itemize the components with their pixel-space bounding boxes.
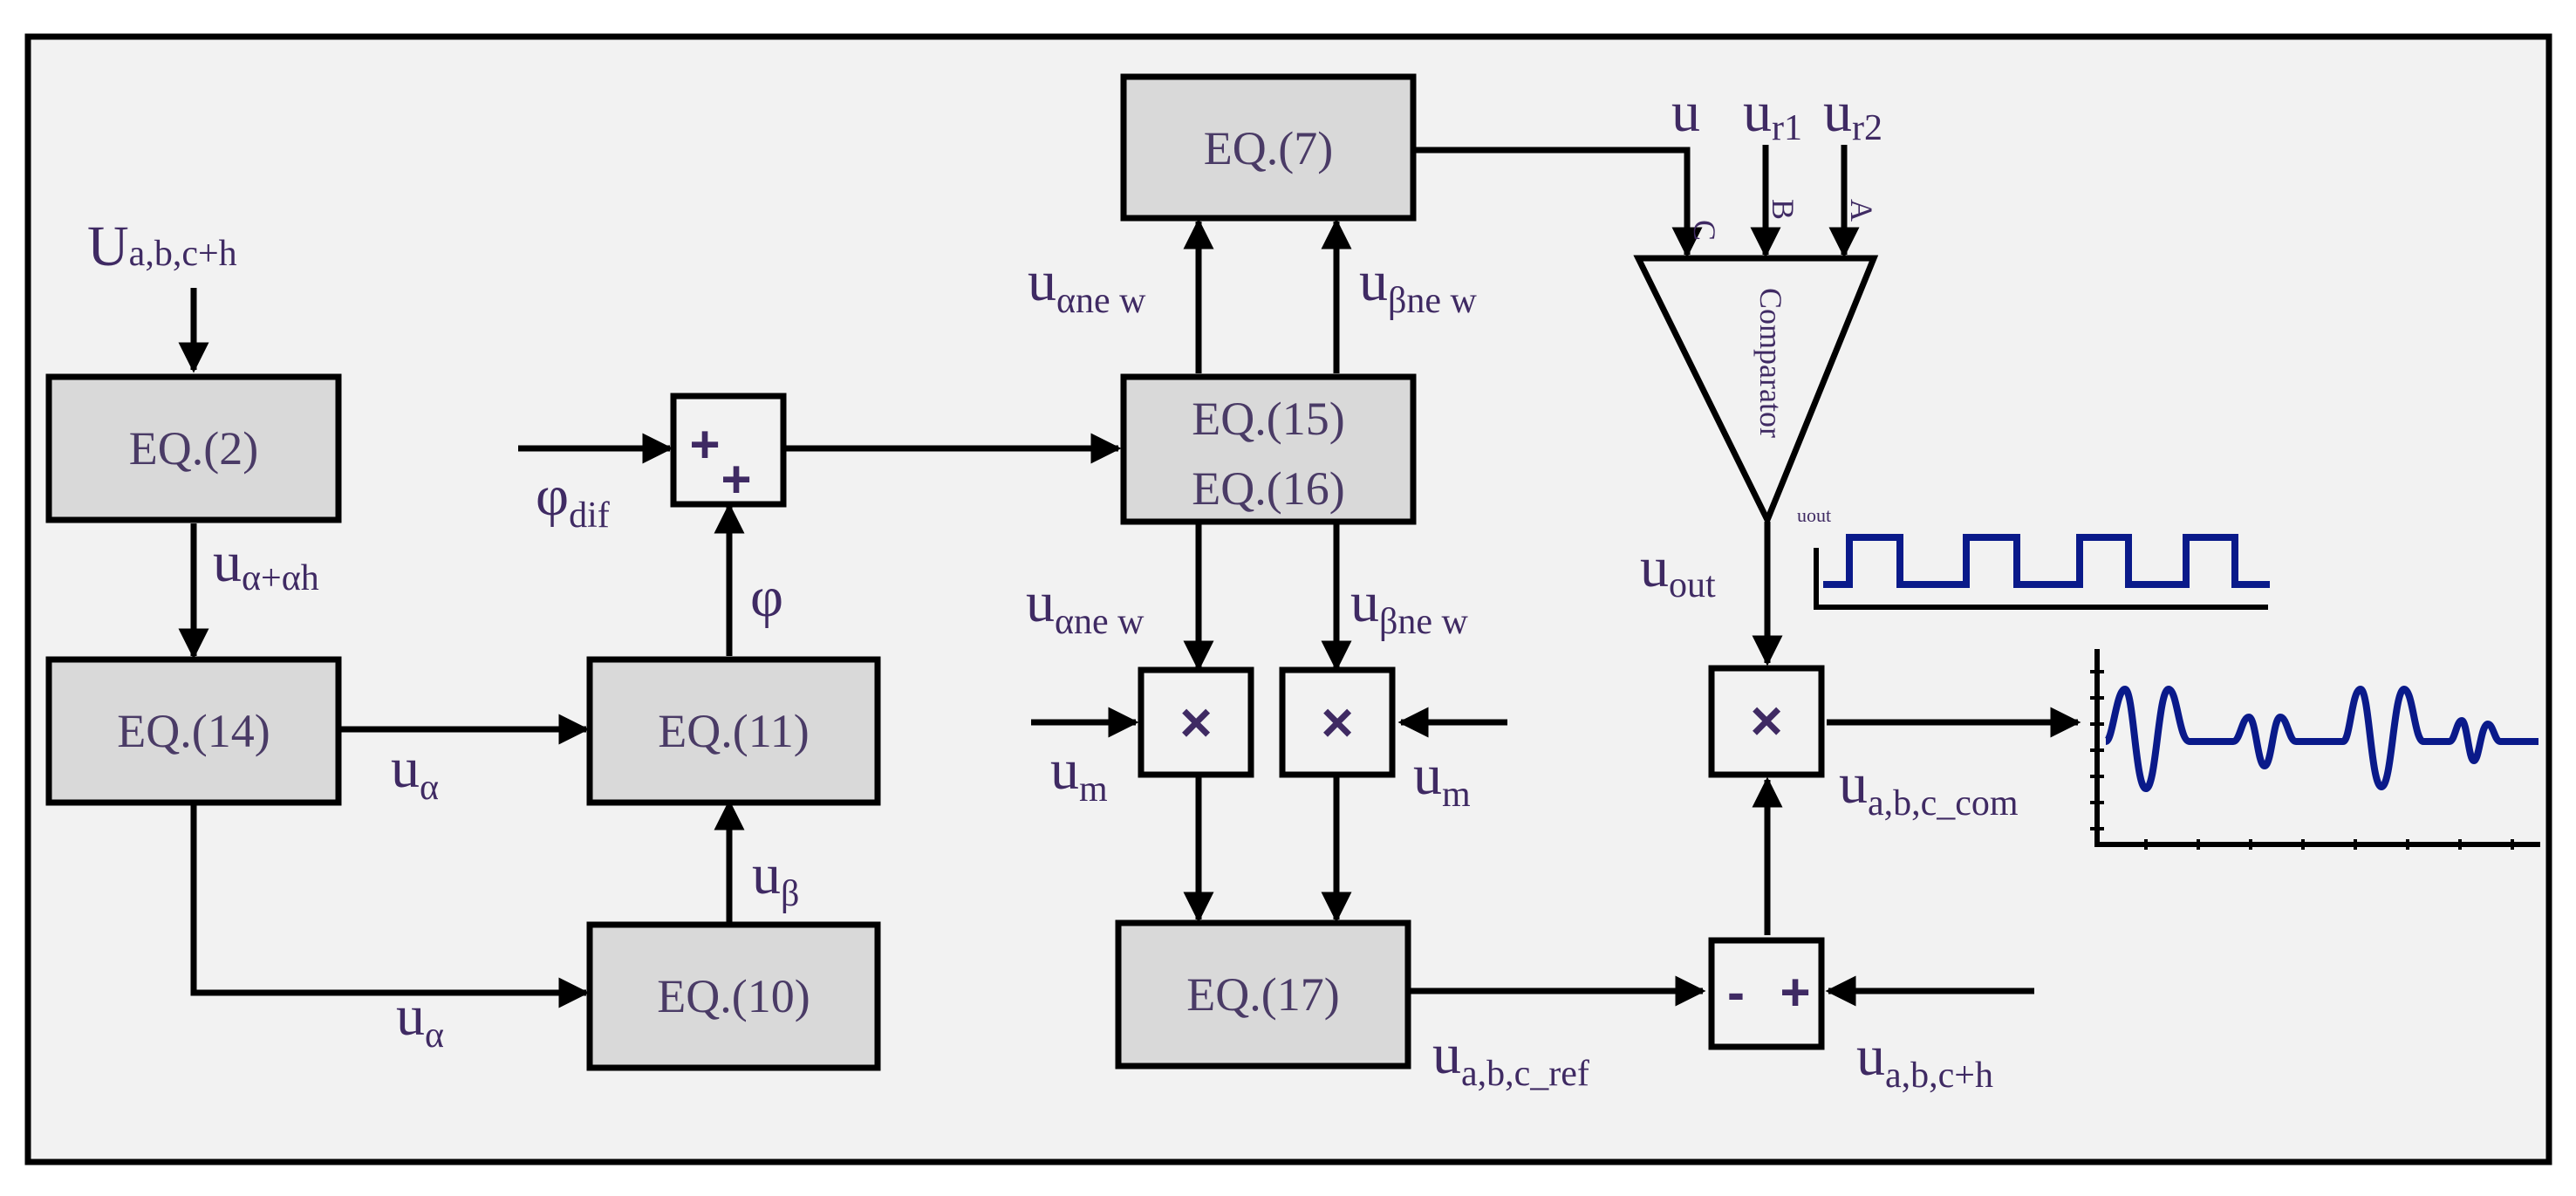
label-u-abc-ref: ua,b,c_ref: [1432, 1022, 1589, 1094]
eq10-block: EQ.(10): [586, 921, 881, 1071]
label-u-alpha-alphah: uα+αh: [213, 530, 319, 598]
eq17-label: EQ.(17): [1186, 968, 1339, 1021]
compensation-waveform: [2090, 649, 2540, 850]
eq17-block: EQ.(17): [1115, 919, 1411, 1070]
label-phi: φ: [750, 565, 783, 629]
compensation-wave: [2102, 685, 2538, 793]
label-u-abc-com: ua,b,c_com: [1839, 752, 2019, 824]
eq16-label: EQ.(16): [1192, 462, 1344, 515]
label-u-m-right: um: [1413, 743, 1471, 815]
pin-a-label: A: [1844, 199, 1879, 222]
label-u-alpha-new-mid: uαne w: [1026, 571, 1145, 642]
multiplier-beta: ×: [1279, 666, 1396, 778]
label-u-r2: ur2: [1823, 80, 1882, 148]
pin-b-label: B: [1766, 199, 1800, 220]
sum-plus-top: +: [689, 415, 720, 474]
label-u-alpha-1: uα: [391, 736, 439, 808]
label-u-out: uout: [1640, 536, 1716, 605]
label-u-alpha-new-top: uαne w: [1028, 249, 1146, 321]
mult-beta-sign: ×: [1321, 691, 1353, 754]
eq7-block: EQ.(7): [1120, 73, 1417, 222]
label-u-alpha-2: uα: [396, 984, 444, 1056]
eq11-label: EQ.(11): [658, 705, 809, 757]
comparator-block: Comparator C B A: [1633, 199, 1879, 528]
label-u-beta: uβ: [752, 843, 799, 914]
multiplier-alpha: ×: [1138, 666, 1254, 778]
eq14-block: EQ.(14): [45, 656, 342, 806]
label-u-m-left: um: [1050, 738, 1108, 810]
eq7-label: EQ.(7): [1204, 122, 1333, 174]
com-axes: [2094, 649, 2540, 847]
label-U-abc-h: Ua,b,c+h: [87, 215, 237, 278]
diff-minus-sign: -: [1727, 963, 1745, 1022]
mult-alpha-sign: ×: [1179, 691, 1212, 754]
wire-eq7-comp: [1415, 147, 1703, 258]
signal-labels: Ua,b,c+h uα+αh uα uα uβ φ φdif uαne w uβ…: [87, 80, 2019, 1096]
label-phi-dif: φdif: [536, 464, 610, 536]
uout-axis-label: uout: [1797, 504, 1831, 526]
label-u-r1: ur1: [1743, 80, 1802, 148]
pin-c-label: C: [1687, 220, 1722, 241]
uout-axes: [1814, 548, 2268, 610]
label-u-top: u: [1671, 80, 1700, 144]
label-u-abc-h-low: ua,b,c+h: [1856, 1024, 1993, 1096]
com-axis-ticks: [2090, 670, 2514, 850]
eq2-label: EQ.(2): [129, 422, 258, 475]
label-u-beta-new-mid: uβne w: [1350, 571, 1469, 642]
wires: [178, 145, 2081, 1008]
multiplier-output: ×: [1708, 665, 1825, 778]
comparator-label: Comparator: [1753, 288, 1788, 438]
square-wave: [1823, 534, 2270, 588]
eq14-label: EQ.(14): [117, 705, 270, 757]
uout-waveform: uout: [1797, 504, 2270, 610]
eq10-label: EQ.(10): [657, 970, 810, 1022]
wire-eq14-eq10: [190, 803, 590, 1008]
label-u-beta-new-top: uβne w: [1359, 249, 1478, 321]
diff-plus-sign: +: [1780, 963, 1810, 1022]
phase-sum-block: + +: [670, 393, 787, 509]
difference-block: - +: [1708, 937, 1825, 1050]
mult-output-sign: ×: [1750, 689, 1782, 752]
eq15-16-block: EQ.(15) EQ.(16): [1120, 373, 1417, 525]
eq2-block: EQ.(2): [45, 373, 342, 523]
eq11-block: EQ.(11): [586, 656, 881, 806]
sum-plus-bottom: +: [721, 450, 751, 509]
eq15-label: EQ.(15): [1192, 393, 1344, 445]
